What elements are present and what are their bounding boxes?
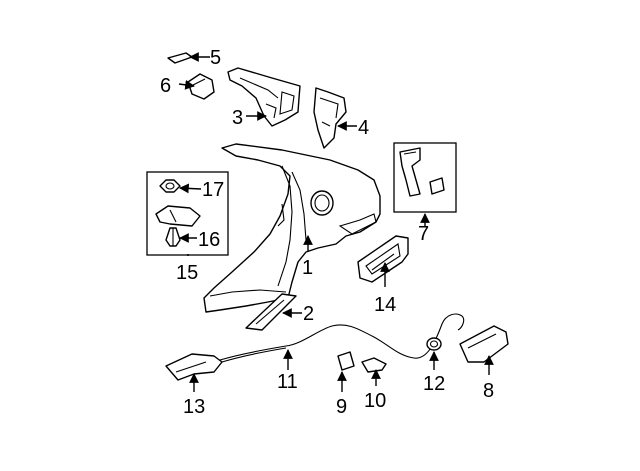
callout-16: 16 [198,229,220,251]
part-16-bolt [165,227,181,247]
callout-4: 4 [358,117,369,139]
callout-2: 2 [303,303,314,325]
part-6-clip [187,73,215,100]
leader-lines [178,52,494,392]
callout-17: 17 [202,179,224,201]
part-13-lever [165,353,223,381]
part-3-inner-panel [227,67,301,127]
part-5-bracket [167,52,193,64]
part-15-bracket [155,205,201,227]
part-10-hinge [361,357,387,373]
part-14-housing [357,235,409,283]
callout-8: 8 [483,380,494,402]
part-2-filler [245,293,297,331]
callout-10: 10 [364,390,386,412]
callout-7: 7 [418,223,429,245]
callout-1: 1 [302,257,313,279]
part-1-quarter-panel [203,143,381,313]
callout-5: 5 [210,47,221,69]
callout-14: 14 [374,294,396,316]
part-9-clip [337,351,355,371]
part-12-grommet [426,337,442,351]
part-17-nut [159,179,181,193]
callout-13: 13 [183,396,205,418]
part-11-cable [219,313,465,363]
part-7-group [393,142,457,213]
callout-12: 12 [423,373,445,395]
part-4-extension [313,87,347,149]
callout-9: 9 [336,396,347,418]
callout-15: 15 [176,262,198,284]
callout-labels: 5 6 3 4 17 16 15 7 1 2 14 8 12 11 13 9 1… [160,47,494,418]
part-8-fuel-door [459,325,509,363]
callout-3: 3 [232,107,243,129]
callout-6: 6 [160,75,171,97]
callout-11: 11 [277,371,298,393]
